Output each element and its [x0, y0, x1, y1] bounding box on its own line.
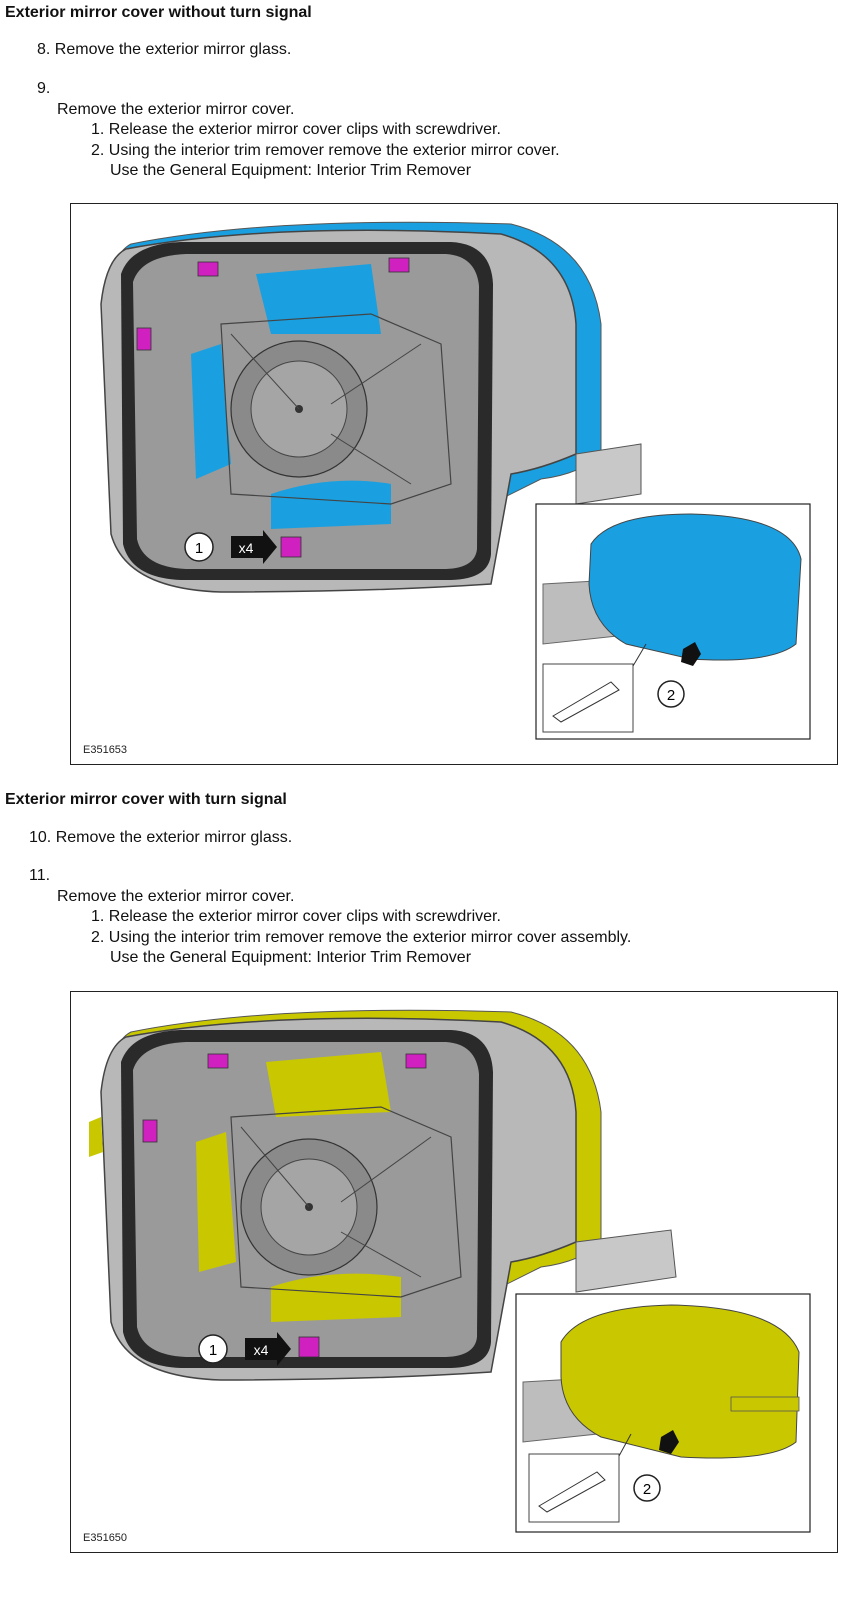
step-11-equipment: Use the General Equipment: Interior Trim…	[110, 949, 472, 966]
mirror-illustration-blue: 1 x4 2	[100, 221, 811, 740]
trim-remover-icon	[552, 681, 620, 723]
clip-icon	[280, 536, 302, 558]
step-10: 10. Remove the exterior mirror glass.	[29, 829, 293, 846]
figure-id: E351650	[83, 1532, 128, 1544]
step-9-text: Remove the exterior mirror cover.	[57, 101, 295, 118]
trim-remover-icon	[538, 1471, 606, 1513]
mirror-illustration-yellow: 1 x4 2	[89, 1009, 811, 1533]
figure-mirror-cover-blue: 1 x4 2 E351653	[70, 203, 838, 765]
clip-icon	[388, 257, 410, 273]
callout-2: 2	[643, 1481, 651, 1498]
figure-id: E351653	[83, 744, 128, 756]
step-11-sub-2: 2. Using the interior trim remover remov…	[91, 929, 632, 946]
step-9-equipment: Use the General Equipment: Interior Trim…	[110, 162, 472, 179]
step-11-number: 11.	[29, 867, 51, 884]
clip-icon	[136, 327, 152, 351]
clip-icon	[142, 1119, 158, 1143]
section-heading-without-signal: Exterior mirror cover without turn signa…	[5, 4, 312, 21]
step-8: 8. Remove the exterior mirror glass.	[37, 41, 292, 58]
step-9-sub-2: 2. Using the interior trim remover remov…	[91, 142, 560, 159]
clip-icon	[197, 261, 219, 277]
section-heading-with-signal: Exterior mirror cover with turn signal	[5, 791, 287, 808]
clip-icon	[298, 1336, 320, 1358]
step-9-number: 9.	[37, 80, 51, 97]
clip-icon	[405, 1053, 427, 1069]
clip-count: x4	[254, 1342, 269, 1358]
callout-1: 1	[195, 540, 203, 557]
callout-1: 1	[209, 1342, 217, 1359]
callout-2: 2	[667, 687, 675, 704]
step-11-sub-1: 1. Release the exterior mirror cover cli…	[91, 908, 501, 925]
step-11-text: Remove the exterior mirror cover.	[57, 888, 295, 905]
clip-icon	[207, 1053, 229, 1069]
clip-count: x4	[239, 540, 254, 556]
step-9-sub-1: 1. Release the exterior mirror cover cli…	[91, 121, 501, 138]
figure-mirror-cover-yellow: 1 x4 2 E351650	[70, 991, 838, 1553]
